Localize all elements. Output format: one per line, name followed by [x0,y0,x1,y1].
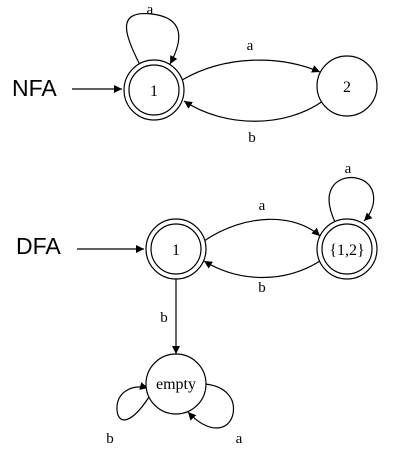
nfa-edge-1-2 [181,59,321,81]
nfa-state-1-label: 1 [150,83,158,100]
nfa-edge-1-1-loop [125,13,180,66]
dfa-state-12: {1,2} [316,218,378,280]
dfa-state-1: 1 [145,218,207,280]
dfa-edge-empty-empty-b-label: b [106,431,114,447]
dfa-edge-1-empty-label: b [160,310,168,326]
dfa-edge-12-12-loop [328,176,375,223]
dfa-edge-1-12-label: a [259,198,266,214]
dfa-state-empty: empty [145,353,207,415]
dfa-edge-empty-empty-a-label: a [236,431,243,447]
nfa-state-2-label: 2 [343,79,351,96]
nfa-edge-2-1-label: b [248,130,256,146]
nfa-state-1: 1 [123,59,185,121]
nfa-diagram: NFA a a b 1 2 [12,2,378,146]
dfa-label: DFA [16,233,61,259]
dfa-edge-12-12-label: a [345,161,352,177]
nfa-edge-1-1-label: a [147,2,154,18]
nfa-edge-2-1 [183,100,324,122]
nfa-state-2: 2 [316,55,378,117]
dfa-state-1-label: 1 [172,242,180,259]
dfa-edge-empty-empty-a-loop [187,383,235,429]
nfa-edge-1-2-label: a [247,38,254,54]
dfa-edge-1-12 [203,218,321,242]
nfa-label: NFA [12,75,57,101]
dfa-state-empty-label: empty [156,376,196,393]
dfa-edge-12-1 [203,260,321,279]
dfa-edge-empty-empty-b-loop [116,382,150,421]
dfa-state-12-label: {1,2} [329,242,364,259]
dfa-diagram: DFA a a b b b a 1 {1,2} [16,161,378,447]
dfa-edge-12-1-label: b [258,280,266,296]
